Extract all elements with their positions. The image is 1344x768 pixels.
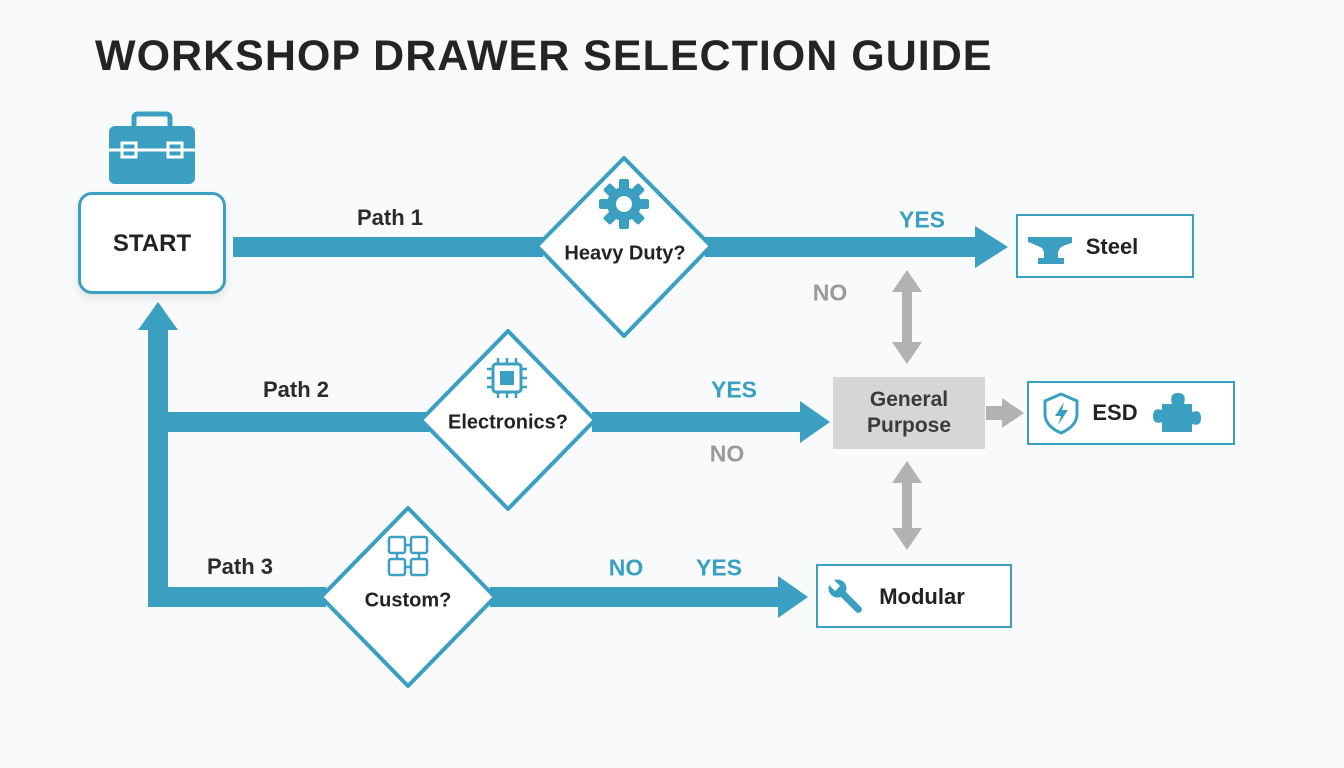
- page-title: WORKSHOP DRAWER SELECTION GUIDE: [95, 32, 993, 80]
- custom-line: [490, 587, 780, 607]
- puzzle-icon: [1153, 393, 1201, 432]
- return-vertical-line: [148, 328, 168, 607]
- modules-icon: [387, 535, 429, 577]
- custom-diamond[interactable]: [319, 506, 497, 688]
- start-node[interactable]: [78, 192, 226, 294]
- flow-lines: [138, 226, 1008, 618]
- electronics-line: [592, 412, 802, 432]
- electronics-no-label: NO: [709, 440, 745, 467]
- general-purpose-line-2: Purpose: [866, 414, 952, 437]
- custom-label: Custom?: [364, 589, 452, 612]
- general-purpose-label: General Purpose: [867, 387, 951, 439]
- heavy-yes-label: YES: [898, 206, 946, 233]
- heavy-duty-diamond[interactable]: [535, 156, 713, 338]
- modular-arrowhead: [778, 576, 808, 618]
- electronics-diamond[interactable]: [419, 329, 597, 511]
- custom-no-label: NO: [608, 554, 644, 581]
- wrench-icon: [827, 578, 862, 613]
- electronics-yes-label: YES: [710, 376, 758, 403]
- path-3-label: Path 3: [206, 554, 274, 579]
- double-arrow-lower: [892, 461, 922, 550]
- start-label: START: [112, 230, 192, 257]
- path-3-line: [148, 587, 326, 607]
- gray-arrows: [892, 270, 1024, 550]
- path-1-line: [233, 237, 543, 257]
- modular-label: Modular: [879, 584, 965, 609]
- double-arrow-upper: [892, 270, 922, 364]
- shield-bolt-icon: [1043, 392, 1079, 435]
- gear-icon: [599, 179, 649, 229]
- steel-label: Steel: [1085, 234, 1139, 259]
- steel-arrowhead: [975, 226, 1008, 268]
- esd-arrowhead: [1002, 398, 1024, 428]
- custom-yes-label: YES: [695, 554, 743, 581]
- gp-esd-line: [986, 406, 1004, 420]
- heavy-duty-label: Heavy Duty?: [564, 242, 686, 265]
- general-purpose-line-1: General: [869, 388, 949, 411]
- path-1-label: Path 1: [356, 205, 424, 230]
- start-arrowhead: [138, 302, 178, 330]
- electronics-label: Electronics?: [447, 411, 569, 434]
- toolbox-icon: [109, 111, 195, 184]
- chip-icon: [487, 358, 527, 398]
- heavy-yes-line: [705, 237, 977, 257]
- esd-label: ESD: [1092, 400, 1138, 425]
- anvil-icon: [1028, 237, 1072, 264]
- path-2-line: [148, 412, 430, 432]
- general-purpose-box[interactable]: [833, 377, 985, 449]
- path-2-label: Path 2: [262, 377, 330, 402]
- heavy-no-label: NO: [812, 279, 848, 306]
- gp-arrowhead: [800, 401, 830, 443]
